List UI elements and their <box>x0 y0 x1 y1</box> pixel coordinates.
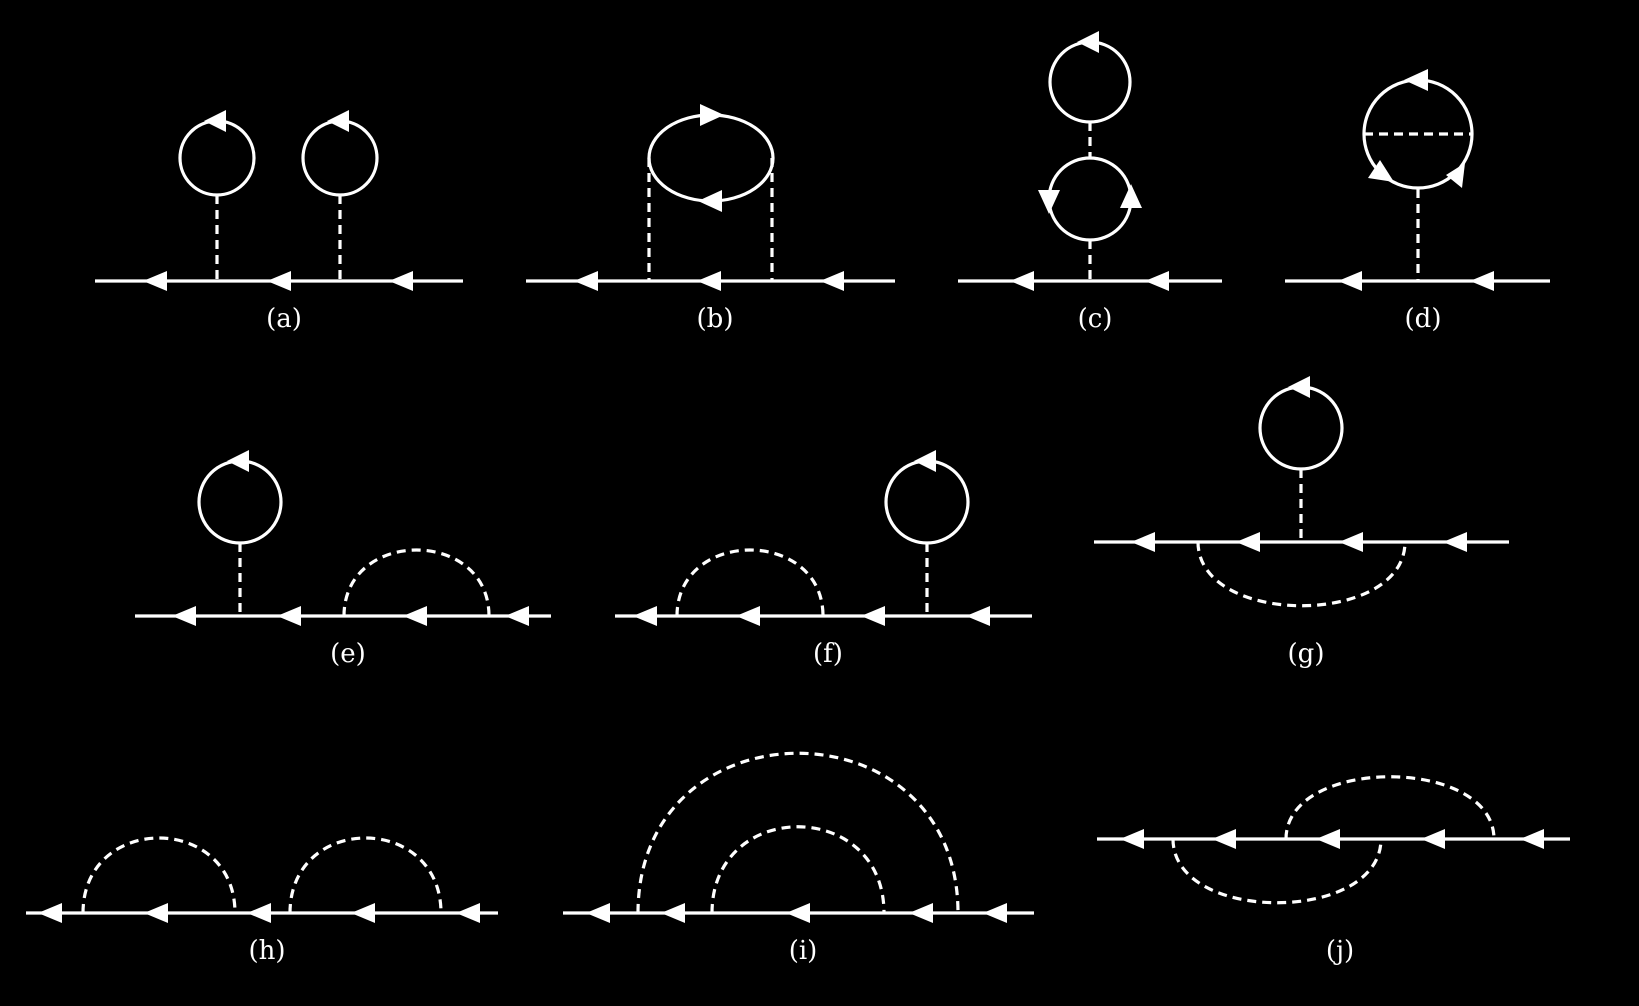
exchange-arc <box>342 548 491 617</box>
arrow-left-icon <box>1470 271 1494 291</box>
diagram-label: (f) <box>813 639 843 669</box>
diagram-j: (j) <box>1097 775 1570 966</box>
arrow-left-icon <box>172 606 196 626</box>
arrow-down-right-icon <box>1368 160 1394 182</box>
arrow-left-icon <box>1236 532 1260 552</box>
diagram-g: (g) <box>1094 376 1509 669</box>
diagram-d: (d) <box>1285 69 1550 334</box>
arrow-left-icon <box>351 903 375 923</box>
exchange-arc <box>636 751 960 914</box>
diagram-a: (a) <box>95 110 463 334</box>
diagram-f: (f) <box>615 450 1032 669</box>
arrow-left-icon <box>227 450 249 472</box>
arrow-left-icon <box>914 450 936 472</box>
arrow-right-icon <box>700 104 724 126</box>
exchange-arc <box>1196 541 1407 608</box>
arrow-left-icon <box>1338 271 1362 291</box>
exchange-arc <box>81 836 237 914</box>
arrow-up-icon <box>1120 184 1142 208</box>
arrow-left-icon <box>204 110 226 132</box>
arrow-left-icon <box>1131 532 1155 552</box>
diagram-label: (g) <box>1288 639 1325 669</box>
arrow-left-icon <box>736 606 760 626</box>
arrow-left-icon <box>661 903 685 923</box>
arrow-left-icon <box>966 606 990 626</box>
arrow-left-icon <box>1145 271 1169 291</box>
arrow-left-icon <box>1339 532 1363 552</box>
diagram-e: (e) <box>135 450 551 669</box>
arrow-left-icon <box>633 606 657 626</box>
arrow-left-icon <box>277 606 301 626</box>
arrow-left-icon <box>38 903 62 923</box>
arrow-left-icon <box>1120 829 1144 849</box>
diagram-label: (c) <box>1078 304 1113 334</box>
arrow-left-icon <box>1316 829 1340 849</box>
arrow-left-icon <box>327 110 349 132</box>
arrow-left-icon <box>267 271 291 291</box>
arrow-left-icon <box>698 190 722 212</box>
diagram-label: (b) <box>697 304 734 334</box>
arrow-left-icon <box>143 271 167 291</box>
diagram-c: (c) <box>958 31 1222 334</box>
arrow-left-icon <box>1404 69 1428 91</box>
arrow-left-icon <box>983 903 1007 923</box>
arrow-left-icon <box>505 606 529 626</box>
arrow-left-icon <box>403 606 427 626</box>
diagram-label: (h) <box>248 936 285 966</box>
diagram-h: (h) <box>26 836 498 966</box>
exchange-arc <box>675 548 825 617</box>
arrow-left-icon <box>1288 376 1310 398</box>
exchange-arc <box>1284 775 1496 840</box>
arrow-left-icon <box>861 606 885 626</box>
diagram-i: (i) <box>563 751 1034 966</box>
exchange-arc <box>710 825 886 914</box>
arrow-left-icon <box>574 271 598 291</box>
arrow-left-icon <box>247 903 271 923</box>
arrow-left-icon <box>1077 31 1099 53</box>
arrow-left-icon <box>1443 532 1467 552</box>
arrow-left-icon <box>1010 271 1034 291</box>
arrow-left-icon <box>786 903 810 923</box>
diagram-label: (j) <box>1326 936 1354 966</box>
arrow-left-icon <box>456 903 480 923</box>
exchange-arc <box>1171 838 1383 905</box>
arrow-left-icon <box>697 271 721 291</box>
arrow-left-icon <box>1421 829 1445 849</box>
arrow-left-icon <box>389 271 413 291</box>
exchange-arc <box>288 836 443 914</box>
arrow-left-icon <box>144 903 168 923</box>
arrow-down-icon <box>1038 190 1060 214</box>
arrow-left-icon <box>586 903 610 923</box>
diagram-label: (e) <box>330 639 366 669</box>
diagram-b: (b) <box>526 104 895 334</box>
diagram-label: (a) <box>266 304 302 334</box>
diagram-label: (i) <box>789 936 818 966</box>
arrow-left-icon <box>820 271 844 291</box>
arrow-up-right-icon <box>1446 163 1465 188</box>
arrow-left-icon <box>909 903 933 923</box>
arrow-left-icon <box>1520 829 1544 849</box>
arrow-left-icon <box>1212 829 1236 849</box>
diagram-label: (d) <box>1405 304 1442 334</box>
